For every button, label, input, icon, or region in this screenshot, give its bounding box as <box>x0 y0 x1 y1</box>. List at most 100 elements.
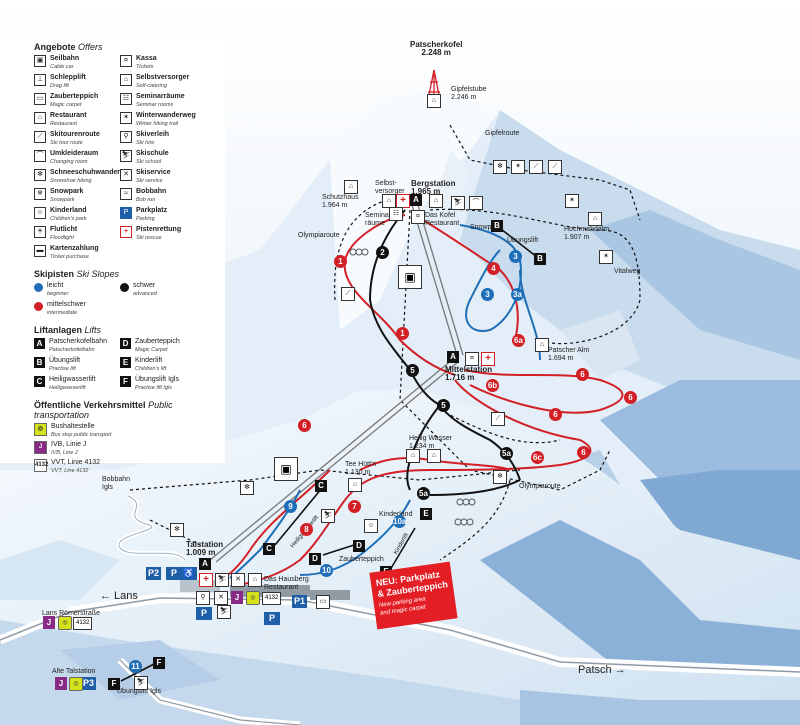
lift-a-bergstation[interactable]: A <box>410 194 422 206</box>
parking-p2[interactable]: P2 <box>146 567 162 580</box>
legend-offer-label-en: Ski rescue <box>136 235 162 241</box>
piste-red-6a[interactable]: 6a <box>512 334 525 347</box>
magic-carpet-icon: ▭ <box>34 93 46 105</box>
legend-offer-label: Bobbahn <box>136 188 167 195</box>
changing-room-icon: ⌒ <box>34 150 46 162</box>
lift-d-bottom[interactable]: D <box>309 553 321 565</box>
lift-c-top[interactable]: C <box>315 480 327 492</box>
ski-service-icon: ✕ <box>120 169 132 181</box>
lift-b-top[interactable]: B <box>534 253 546 265</box>
piste-black-5-b[interactable]: 5 <box>437 399 450 412</box>
legend-offer-label: Skischule <box>136 150 169 157</box>
piste-black-5a-b[interactable]: 5a <box>417 487 430 500</box>
slope-color-dot <box>34 302 43 311</box>
lift-d-top[interactable]: D <box>353 540 365 552</box>
piste-blue-10a[interactable]: 10a <box>393 515 407 528</box>
lift-f-top[interactable]: F <box>153 657 165 669</box>
legend-transport-label-en: VVT, Line 4132 <box>51 468 89 474</box>
piste-red-1-top[interactable]: 1 <box>334 255 347 268</box>
ski-school-icon: ⛷ <box>217 605 231 619</box>
parking-accessible-icon: ♿ <box>181 567 197 580</box>
hiking-icon: ✶ <box>599 250 613 264</box>
ski-hire-icon: ⚲ <box>120 131 132 143</box>
lift-e-top[interactable]: E <box>420 508 432 520</box>
piste-red-8[interactable]: 8 <box>300 523 313 536</box>
legend-lift-label-en: Patscherkofelbahn <box>49 347 95 353</box>
lift-c-bottom[interactable]: C <box>263 543 275 555</box>
legend-lift-label: Zauberteppich <box>135 338 180 345</box>
legend-offer-label: Kassa <box>136 55 157 62</box>
piste-red-6-a[interactable]: 6 <box>576 368 589 381</box>
piste-red-6-c[interactable]: 6 <box>549 408 562 421</box>
restaurant-icon: ⌂ <box>427 94 441 108</box>
piste-red-6b[interactable]: 6b <box>486 379 499 392</box>
piste-blue-3-a[interactable]: 3 <box>509 250 522 263</box>
legend-offer-label: Pistenrettung <box>136 226 182 233</box>
bus-stop-icon: ◎ <box>69 677 83 691</box>
seminar-icon: ☷ <box>120 93 132 105</box>
piste-blue-9[interactable]: 9 <box>284 500 297 513</box>
legend-lift-label-en: Practise lift Igls <box>135 385 172 391</box>
lift-a-talstation[interactable]: A <box>199 558 211 570</box>
restaurant-icon: ⌂ <box>429 194 443 208</box>
piste-red-1[interactable]: 1 <box>396 327 409 340</box>
promo-new-parking-banner: NEU: Parkplatz & Zauberteppich New parki… <box>369 561 458 630</box>
parking-icon: P <box>196 607 212 620</box>
legend-transport-label: Bushaltestelle <box>51 423 95 430</box>
legend-offer-label: Kartenzahlung <box>50 245 99 252</box>
legend-offer-label-en: Parking <box>136 216 155 222</box>
vvt-line-4132-stop[interactable]: 4132 <box>262 592 282 605</box>
piste-red-6-e[interactable]: 6 <box>298 419 311 432</box>
piste-black-2[interactable]: 2 <box>376 246 389 259</box>
ski-tour-icon: ⟋ <box>34 131 46 143</box>
snowshoe-icon: ✻ <box>240 481 254 495</box>
childrens-park-icon: ☺ <box>34 207 46 219</box>
legend-lift-label: Übungslift <box>49 357 81 364</box>
piste-red-4[interactable]: 4 <box>487 262 500 275</box>
piste-black-5a-a[interactable]: 5a <box>500 447 513 460</box>
ivb-line-j-stop[interactable]: J <box>55 677 67 690</box>
legend-lift-label-en: Magic Carpet <box>135 347 168 353</box>
lift-b-bottom[interactable]: B <box>491 220 503 232</box>
transport-badge: 4132 <box>34 459 48 472</box>
ivb-line-j-stop[interactable]: J <box>231 591 243 604</box>
legend-lift-label: Übungslift Igls <box>135 376 179 383</box>
legend-offer-label: Snowpark <box>50 188 84 195</box>
legend-lift-label: Patscherkofelbahn <box>49 338 107 345</box>
legend-offer-label-en: Snowshoe hiking <box>50 178 92 184</box>
piste-blue-3a[interactable]: 3a <box>511 288 524 301</box>
parking-p1[interactable]: P1 <box>292 595 308 608</box>
legend-offer-label-en: Snowpark <box>50 197 75 203</box>
lift-a-mittelstation[interactable]: A <box>447 351 459 363</box>
lift-code-badge: C <box>34 376 45 387</box>
piste-red-7[interactable]: 7 <box>348 500 361 513</box>
label-snowpark: Snowpark <box>470 224 502 231</box>
piste-red-6-d[interactable]: 6 <box>577 446 590 459</box>
lift-f-bottom[interactable]: F <box>108 678 120 690</box>
legend-offer-label-en: Cable car <box>50 64 74 70</box>
piste-red-6c[interactable]: 6c <box>531 451 544 464</box>
piste-blue-10[interactable]: 10 <box>320 564 333 577</box>
restaurant-icon: ⌂ <box>34 112 46 124</box>
ivb-line-j-stop[interactable]: J <box>43 616 55 629</box>
legend-offer-label: Winterwanderweg <box>136 112 196 119</box>
drag-lift-icon: ⊥ <box>34 74 46 86</box>
piste-red-6-b[interactable]: 6 <box>624 391 637 404</box>
piste-blue-3-b[interactable]: 3 <box>481 288 494 301</box>
parking-p3[interactable]: P3 <box>81 677 97 690</box>
piste-blue-11[interactable]: 11 <box>129 660 142 673</box>
cable-car-icon: ▣ <box>398 265 422 289</box>
car-icon: ▭ <box>316 595 330 609</box>
vvt-line-4132-stop[interactable]: 4132 <box>73 617 93 630</box>
piste-black-5-a[interactable]: 5 <box>406 364 419 377</box>
label-patscher-alm: Patscher Alm 1.694 m <box>548 347 590 362</box>
legend-offer-label-en: Ski tour route <box>50 140 83 146</box>
